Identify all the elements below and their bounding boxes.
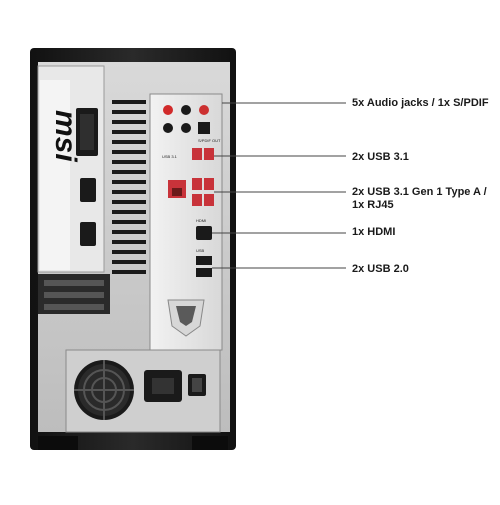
gpu-hdmi-port — [80, 178, 96, 202]
svg-text:HDMI: HDMI — [196, 218, 206, 223]
case-foot-left — [38, 436, 78, 450]
psu-fan — [74, 360, 134, 420]
callout-usb31: 2x USB 3.1 — [352, 151, 409, 163]
usb31gen1-port-1 — [192, 178, 202, 190]
svg-text:USB 3.1: USB 3.1 — [162, 154, 178, 159]
callout-audio-spdif: 5x Audio jacks / 1x S/PDIF — [352, 97, 489, 109]
case-foot-right — [192, 436, 228, 450]
usb31-port-2 — [204, 148, 214, 160]
svg-text:S/PDIF OUT: S/PDIF OUT — [198, 138, 221, 143]
callout-usb31gen1-rj45: 2x USB 3.1 Gen 1 Type A / 1x RJ45 — [352, 186, 487, 211]
callout-leader-lines — [212, 102, 346, 269]
spdif-port — [198, 122, 210, 134]
vent-grill — [112, 100, 146, 274]
callout-hdmi: 1x HDMI — [352, 226, 396, 238]
usb31gen1-port-2 — [204, 178, 214, 190]
usb2-port-1 — [196, 256, 212, 265]
svg-text:USB: USB — [196, 248, 205, 253]
msi-dragon-emblem — [167, 299, 205, 337]
usb2-port-2 — [196, 268, 212, 277]
gpu-displayport — [80, 222, 96, 246]
audio-jacks — [163, 105, 209, 133]
callout-usb20: 2x USB 2.0 — [352, 263, 409, 275]
hdmi-port — [196, 226, 212, 240]
usb31-port-1 — [192, 148, 202, 160]
